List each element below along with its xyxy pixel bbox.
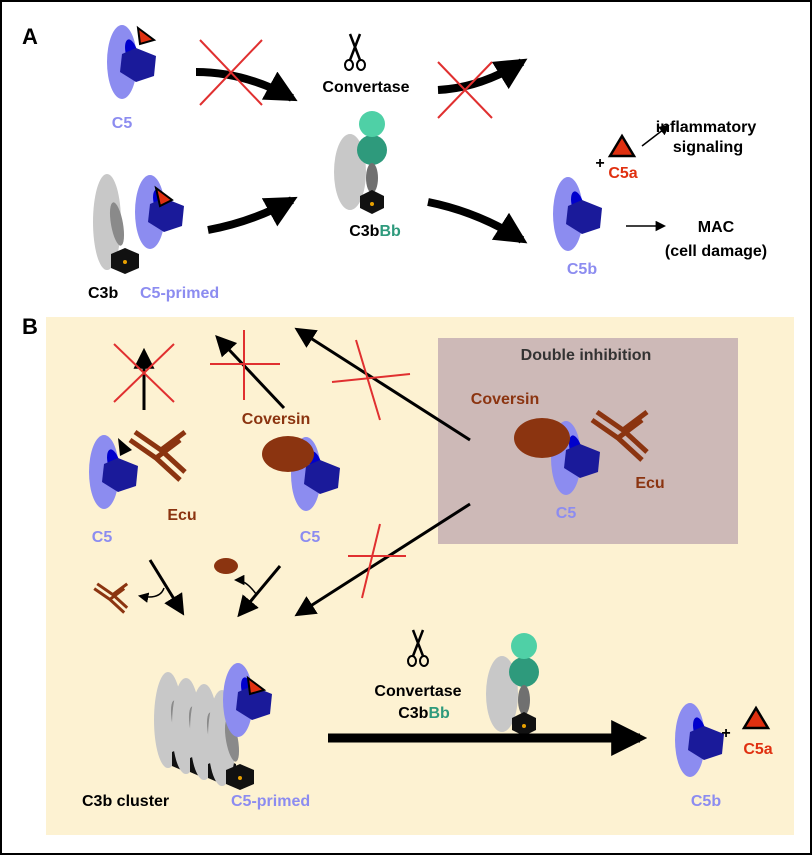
inflammatory-label: inflammatory: [656, 119, 757, 136]
mac-label: MAC: [698, 219, 735, 236]
c3bbb-label-a: C3bBb: [349, 223, 401, 240]
c5a-fragment-icon: [136, 25, 157, 46]
c3b-label-a: C3b: [88, 285, 118, 302]
c5b-label-a: C5b: [567, 261, 597, 278]
blocked-arrow-convertase: [437, 58, 528, 94]
convertase-label-b: Convertase: [374, 683, 461, 700]
c3b-cluster-label: C3b cluster: [82, 793, 169, 810]
arrow-convertase-to-c5b: [427, 198, 528, 244]
coversin-molecule: [262, 436, 314, 472]
panel-a-label: A: [22, 24, 38, 49]
c5b-molecule-a: [553, 177, 602, 251]
c5a-triangle-icon-b: [741, 705, 771, 730]
blocked-arrow-c5: [195, 68, 298, 102]
convertase-label-a: Convertase: [322, 79, 409, 96]
c3bbb-label-b: C3bBb: [398, 705, 450, 722]
coversin-label: Coversin: [242, 411, 310, 428]
blocked-arrow-double: [294, 327, 471, 442]
panel-b-label: B: [22, 314, 38, 339]
double-inhibition-title: Double inhibition: [521, 347, 652, 364]
c5-label-mid: C5: [300, 529, 321, 546]
cell-damage-label: (cell damage): [665, 243, 767, 260]
c5-primed-label-b: C5-primed: [231, 793, 310, 810]
panel-b: B Double inhibition Coversin Ecu C5 C5 E…: [22, 314, 794, 835]
c5-primed-label-a: C5-primed: [140, 285, 219, 302]
c5a-fragment-cluster: [246, 675, 267, 696]
ecu-label: Ecu: [167, 507, 196, 524]
arrow-coversin-release: [237, 565, 282, 618]
c5b-label-b: C5b: [691, 793, 721, 810]
c5-primed-molecule-a: [135, 175, 184, 249]
ecu-label-double: Ecu: [635, 475, 664, 492]
free-coversin-icon: [214, 558, 238, 574]
inhibit-x-b3: [331, 373, 411, 383]
coversin-label-double: Coversin: [471, 391, 539, 408]
blocked-arrow-double-down: [294, 502, 471, 617]
c5a-label-a: C5a: [608, 165, 637, 182]
plus-sign-a: +: [595, 155, 604, 172]
coversin-molecule-double: [514, 418, 570, 458]
c5-label-double: C5: [556, 505, 577, 522]
panel-a: A C5 Convertase C3bBb inflammatory signa…: [22, 24, 767, 302]
scissors-icon: [343, 32, 367, 72]
signaling-label: signaling: [673, 139, 743, 156]
arrow-to-signaling: [641, 124, 670, 147]
c5a-triangle-icon-a: [607, 133, 637, 158]
c5a-label-b: C5a: [743, 741, 772, 758]
c3b-molecule-a: [93, 174, 139, 274]
arrow-c3b-to-convertase: [207, 196, 298, 234]
c5a-fragment-ecu: [118, 438, 132, 456]
arrow-ecu-release: [148, 559, 185, 616]
c3bbb-convertase-molecule-a: [334, 111, 387, 214]
plus-sign-b: +: [721, 725, 730, 742]
c5a-fragment-icon-primed: [154, 185, 174, 208]
double-inhibition-box: [438, 338, 738, 544]
blocked-arrow-coversin: [215, 334, 286, 410]
c5-label-a: C5: [112, 115, 133, 132]
c5-label-left: C5: [92, 529, 113, 546]
